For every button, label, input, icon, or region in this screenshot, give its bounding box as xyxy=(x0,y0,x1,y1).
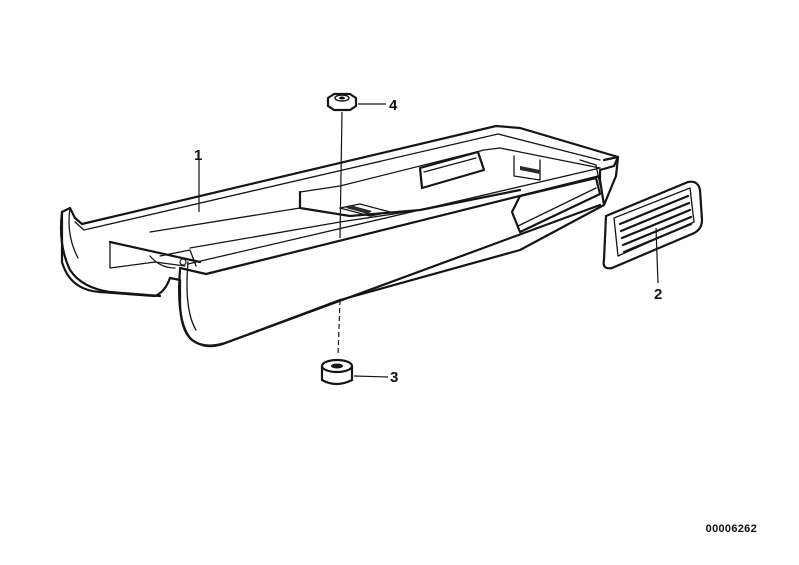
callout-part-2: 2 xyxy=(654,286,662,303)
document-number: 00006262 xyxy=(705,523,757,535)
leader-3 xyxy=(353,375,389,378)
callout-part-1: 1 xyxy=(194,147,202,164)
grille-slats xyxy=(618,194,693,254)
grille-part-2 xyxy=(602,180,704,270)
spacer-part-3 xyxy=(320,358,354,386)
callout-part-4: 4 xyxy=(389,97,398,114)
callout-part-3: 3 xyxy=(390,369,398,386)
leader-2 xyxy=(655,227,659,284)
leader-lines xyxy=(198,103,659,378)
assembly-axis-line xyxy=(337,111,343,357)
nut-part-4 xyxy=(326,92,358,112)
